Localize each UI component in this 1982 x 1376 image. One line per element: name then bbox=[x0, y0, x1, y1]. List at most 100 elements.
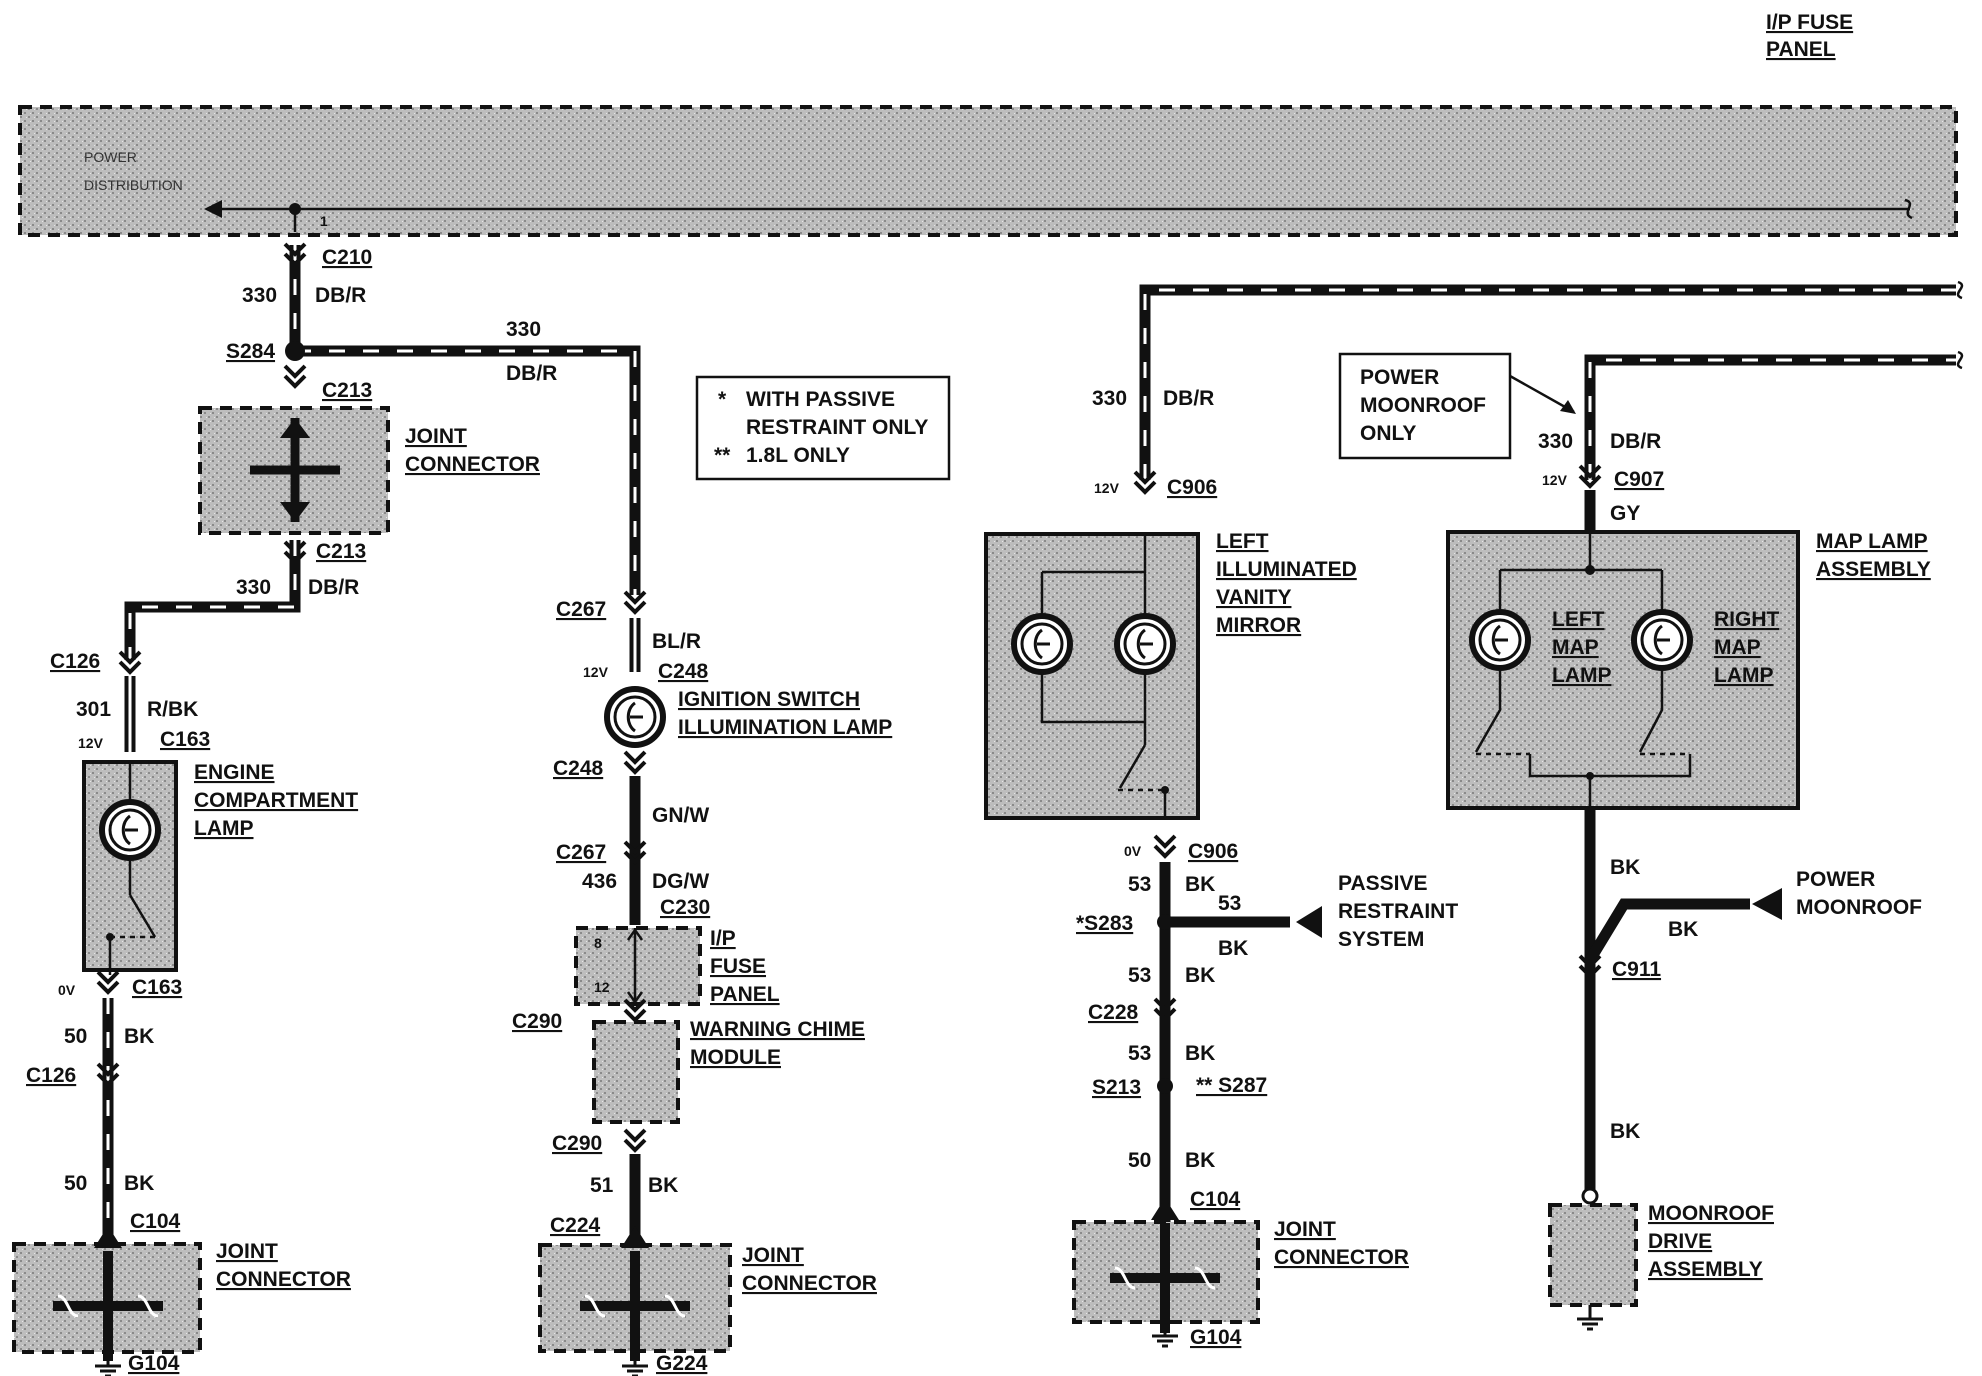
vanity-wire-50-label: 50 bbox=[1128, 1149, 1151, 1172]
wire-bk-lower-label: BK bbox=[124, 1172, 154, 1195]
joint-connector-vanity-label-line2: CONNECTOR bbox=[1274, 1246, 1409, 1269]
vanity-mirror-label-line2: ILLUMINATED bbox=[1216, 558, 1357, 581]
joint-connector-top-label-line2: CONNECTOR bbox=[405, 453, 540, 476]
engine-compartment-lamp-label-line3: LAMP bbox=[194, 817, 254, 840]
joint-connector-vanity-label-line1: JOINT bbox=[1274, 1218, 1336, 1241]
moonroof-drive-assembly-label-line1: MOONROOF bbox=[1648, 1202, 1774, 1225]
vanity-wire-330-label: 330 bbox=[1092, 387, 1127, 410]
connector-c267-bottom-label: C267 bbox=[556, 841, 606, 864]
power-moonroof-arrow-icon bbox=[1752, 888, 1782, 920]
engine-compartment-lamp-label-line2: COMPARTMENT bbox=[194, 789, 358, 812]
passive-restraint-arrow-icon bbox=[1296, 906, 1322, 938]
vanity-switch-icon bbox=[1118, 744, 1147, 789]
ip-fuse-panel-pin12: 12 bbox=[594, 979, 610, 995]
connector-c230-label: C230 bbox=[660, 896, 710, 919]
passive-restraint-label-line3: SYSTEM bbox=[1338, 928, 1424, 951]
connector-c907-label: C907 bbox=[1614, 468, 1664, 491]
right-map-lamp-label-line2: MAP bbox=[1714, 636, 1761, 659]
splice-s213-dot bbox=[1157, 1078, 1173, 1094]
connector-c906-bottom-label: C906 bbox=[1188, 840, 1238, 863]
legend-note-line-3: 1.8L ONLY bbox=[746, 444, 850, 467]
vanity-mirror-label-line1: LEFT bbox=[1216, 530, 1269, 553]
connector-c906-bottom-icon bbox=[1153, 834, 1177, 858]
power-tap-pin: 1 bbox=[320, 213, 328, 229]
ip-fuse-panel-header: I/P FUSE PANEL bbox=[1766, 11, 1853, 61]
map-wire-bk-a-label: BK bbox=[1610, 856, 1640, 879]
vanity-wire-53c-label: 53 bbox=[1128, 964, 1151, 987]
wire-blr-label: BL/R bbox=[652, 630, 701, 653]
map-wire-bk-b-label: BK bbox=[1668, 918, 1698, 941]
connector-c248-bottom-icon bbox=[623, 750, 647, 774]
connector-c163-bottom-icon bbox=[96, 970, 120, 994]
warning-chime-module-box bbox=[592, 1020, 680, 1124]
vanity-mirror-label-line3: VANITY bbox=[1216, 586, 1291, 609]
engine-compartment-bulb-icon bbox=[102, 802, 158, 858]
ip-fuse-panel-box bbox=[574, 926, 702, 1006]
ip-fuse-panel-pin8: 8 bbox=[594, 935, 602, 951]
power-distribution-block: POWER DISTRIBUTION 1 bbox=[18, 105, 1958, 237]
passive-restraint-label-line2: RESTRAINT bbox=[1338, 900, 1458, 923]
wire-gnw-label: GN/W bbox=[652, 804, 709, 827]
ip-fuse-panel-label-line2: FUSE bbox=[710, 955, 766, 978]
map-wire-bk-c-label: BK bbox=[1610, 1120, 1640, 1143]
vanity-connector-c104-label: C104 bbox=[1190, 1188, 1241, 1211]
ignition-switch-lamp-label-line2: ILLUMINATION LAMP bbox=[678, 716, 892, 739]
connector-c267-top-label: C267 bbox=[556, 598, 606, 621]
wire-dbr-label: DB/R bbox=[315, 284, 366, 307]
power-moonroof-only-box bbox=[1338, 352, 1512, 460]
map-lamp-assembly-label-line1: MAP LAMP bbox=[1816, 530, 1928, 553]
map-wire-break-icon bbox=[1956, 350, 1964, 370]
right-map-lamp-bulb-icon bbox=[1634, 612, 1690, 668]
wire-51-bk-label: BK bbox=[648, 1174, 678, 1197]
power-moonroof-label-line2: MOONROOF bbox=[1796, 896, 1922, 919]
connector-c248-bottom-label: C248 bbox=[553, 757, 604, 780]
connector-c126-top-label: C126 bbox=[50, 650, 100, 673]
ground-g224-icon bbox=[620, 1350, 650, 1376]
legend-note-mark-2: ** bbox=[714, 444, 731, 467]
ground-g224-label: G224 bbox=[656, 1352, 708, 1375]
vanity-mirror-box bbox=[984, 532, 1200, 820]
right-map-lamp-label-line3: LAMP bbox=[1714, 664, 1774, 687]
ip-fuse-panel-title-line2: PANEL bbox=[1766, 38, 1836, 61]
power-distribution-box bbox=[18, 105, 1958, 237]
map-wire-330-label: 330 bbox=[1538, 430, 1573, 453]
warning-chime-module-label-line2: MODULE bbox=[690, 1046, 781, 1069]
wire-bk-upper-label: BK bbox=[124, 1025, 154, 1048]
mid-voltage-12v-label: 12V bbox=[583, 664, 609, 680]
joint-connector-middle-label-line2: CONNECTOR bbox=[742, 1272, 877, 1295]
moonroof-drive-assembly-label-line3: ASSEMBLY bbox=[1648, 1258, 1763, 1281]
connector-c104-label: C104 bbox=[130, 1210, 181, 1233]
power-distribution-label-line2: DISTRIBUTION bbox=[84, 177, 183, 193]
vanity-wire-bk-b-label: BK bbox=[1218, 937, 1248, 960]
passive-restraint-label-line1: PASSIVE bbox=[1338, 872, 1427, 895]
power-moonroof-only-label-line1: POWER bbox=[1360, 366, 1439, 389]
connector-c210-label: C210 bbox=[322, 246, 372, 269]
left-map-lamp-label-line3: LAMP bbox=[1552, 664, 1612, 687]
ip-fuse-panel-title-line1: I/P FUSE bbox=[1766, 11, 1853, 34]
connector-c290-bottom-icon bbox=[623, 1128, 647, 1152]
connector-c213-top-label: C213 bbox=[322, 379, 372, 402]
legend-note-mark-1: * bbox=[718, 388, 727, 411]
wire-330-dbr-map bbox=[1584, 354, 1956, 480]
warning-chime-module-label-line1: WARNING CHIME bbox=[690, 1018, 865, 1041]
power-moonroof-only-arrow-icon bbox=[1560, 400, 1576, 414]
joint-connector-bottom-left-label-line1: JOINT bbox=[216, 1240, 278, 1263]
ip-fuse-panel-label-line3: PANEL bbox=[710, 983, 780, 1006]
vanity-ground-g104-label: G104 bbox=[1190, 1326, 1242, 1349]
power-bus-break-icon bbox=[1904, 198, 1913, 220]
wire-rbk-label: R/BK bbox=[147, 698, 198, 721]
ignition-switch-lamp-label-line1: IGNITION SWITCH bbox=[678, 688, 860, 711]
moonroof-ground-icon bbox=[1575, 1303, 1605, 1331]
left-map-lamp-label-line1: LEFT bbox=[1552, 608, 1605, 631]
left-map-lamp-bulb-icon bbox=[1472, 612, 1528, 668]
vanity-wire-53d-label: 53 bbox=[1128, 1042, 1151, 1065]
legend-note-line-1: WITH PASSIVE bbox=[746, 388, 895, 411]
connector-c163-bottom-label: C163 bbox=[132, 976, 182, 999]
wire-51-label: 51 bbox=[590, 1174, 614, 1197]
wire-gy-label: GY bbox=[1610, 502, 1640, 525]
vanity-voltage-12v-label: 12V bbox=[1094, 480, 1120, 496]
vanity-wire-break-icon bbox=[1956, 280, 1964, 300]
power-moonroof-only-pointer bbox=[1509, 374, 1575, 414]
voltage-0v-label: 0V bbox=[58, 982, 76, 998]
splice-s213-label: S213 bbox=[1092, 1076, 1141, 1099]
